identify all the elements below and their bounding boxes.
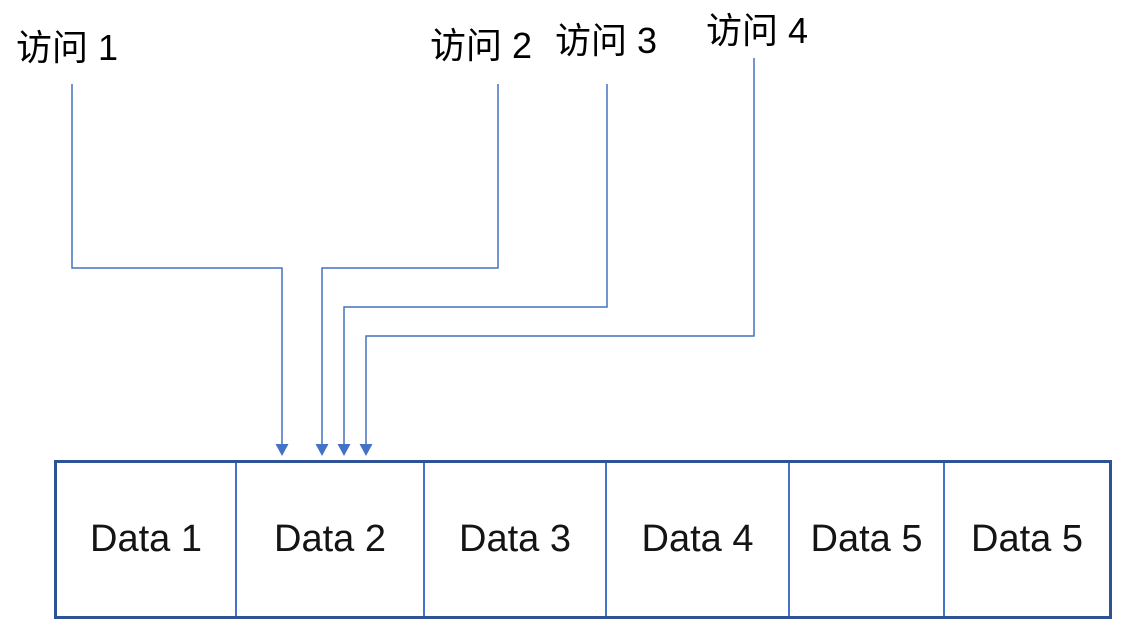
arrowhead-icon [359,444,373,456]
arrowhead-icon [337,444,351,456]
memory-cell-data-5a: Data 5 [790,463,945,616]
access-label-3: 访问 3 [555,20,658,61]
connector-line-3 [343,84,608,445]
arrowhead-icon [275,444,289,456]
memory-cell-data-3: Data 3 [425,463,607,616]
memory-array: Data 1 Data 2 Data 3 Data 4 Data 5 Data … [54,460,1112,619]
memory-cell-data-5b: Data 5 [971,518,1083,560]
memory-cell-data-2: Data 2 [237,463,425,616]
access-label-1: 访问 1 [16,27,119,68]
memory-cell-data-4: Data 4 [607,463,790,616]
memory-cell-data-1: Data 1 [57,463,237,616]
access-label-4: 访问 4 [706,10,809,51]
arrowhead-icon [315,444,329,456]
connector-line-4 [365,58,755,445]
connector-line-1 [71,84,283,445]
connector-line-2 [321,84,499,445]
access-label-2: 访问 2 [430,25,533,66]
